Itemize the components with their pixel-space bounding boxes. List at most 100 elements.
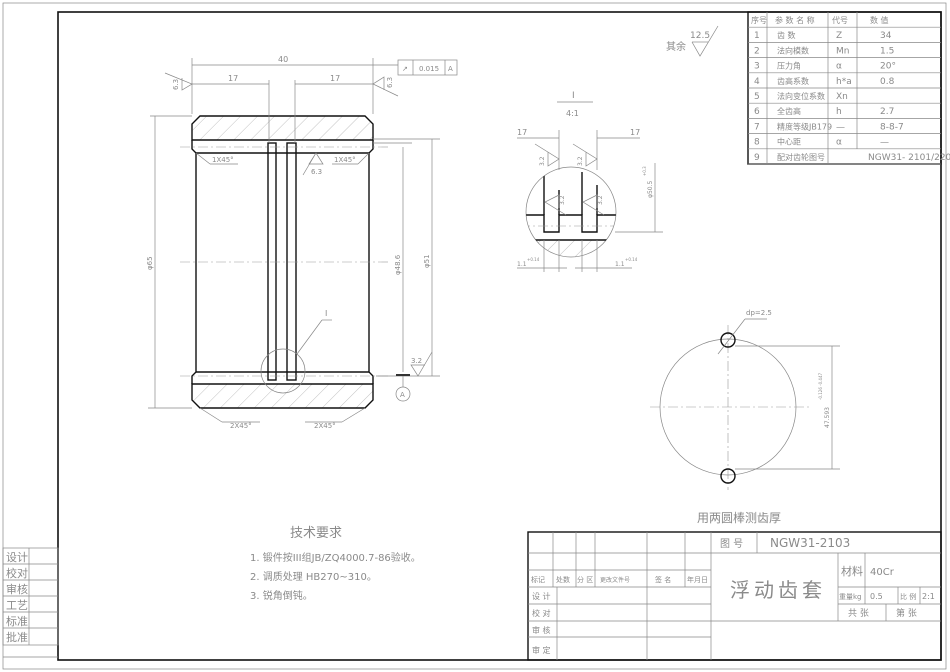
sheets-total: 共 张 [848,608,869,619]
table-cell: 中心距 [777,137,801,147]
side-role: 批准 [6,630,28,644]
dim-bore-diameter: φ51 [423,254,431,268]
dim-root-diameter: φ48.6 [394,254,402,275]
general-roughness-note: 其余 12.5 [666,25,719,57]
roughness-right: 6.3 [386,77,394,88]
table-cell: — [880,138,889,148]
main-section-view: 40 17 17 ↗ 0.015 A 6.3 6.3 6.3 1X45° 1X4… [146,55,458,430]
scale-value: 2:1 [922,592,935,601]
table-cell: 法向模数 [777,45,809,55]
technical-requirements: 技术要求 1. 锻件按III组JB/ZQ4000.7-86验收。 2. 调质处理… [250,526,421,602]
tolerance-value: 0.015 [419,65,439,73]
table-cell: 齿高系数 [777,76,809,86]
other-surfaces-label: 其余 [666,40,686,53]
side-role: 设计 [6,551,28,564]
roughness-bore: 3.2 [411,357,422,365]
change-header: 标记 [531,575,545,584]
table-cell: α [836,62,842,72]
detail-groove-tol: +0.14 [625,257,638,262]
weight-label: 重量kg [839,593,862,601]
table-cell: 7 [754,122,760,132]
role-label: 审 核 [532,625,551,635]
detail-marker: I [325,309,327,318]
table-cell: 0.8 [880,77,895,87]
material-label: 材料 [841,564,863,578]
table-cell: 34 [880,31,892,41]
detail-diameter: φ50.5 [647,181,654,199]
change-header: 处数 [556,575,570,584]
role-label: 设 计 [532,591,551,601]
datum-label: A [400,391,405,399]
pin-measurement-view: dp=2.5 47.593 -0.126 -0.447 用两圆棒测齿厚 [650,309,840,525]
detail-roughness: 3.2 [539,156,546,166]
tolerance-frame [397,59,458,76]
dim-left-groove: 17 [228,74,238,83]
drawing-frame [57,11,942,661]
detail-roughness: 3.2 [559,195,566,205]
table-cell: 全齿高 [777,106,801,116]
drawing-number: NGW31-2103 [770,536,850,550]
scale-label: 比 例 [900,592,916,601]
table-cell: Z [836,31,842,41]
dim-total-length: 40 [278,55,288,64]
side-role: 校对 [6,566,28,580]
table-header: 序号 [751,15,767,25]
table-cell: h*a [836,77,852,87]
change-header: 分 区 [577,575,593,584]
table-cell: 1 [754,31,760,41]
tolerance-datum: A [448,65,453,73]
table-header: 参 数 名 称 [775,15,815,25]
table-cell: 精度等级JB179 [777,121,832,131]
dim-right-groove: 17 [330,74,340,83]
chamfer-label: 2X45° [230,422,252,430]
detail-scale: 4:1 [566,109,579,118]
change-header: 年月日 [687,575,708,584]
table-cell: 4 [754,77,760,87]
role-label: 校 对 [532,608,551,618]
side-role: 工艺 [6,599,28,612]
table-cell: 法向变位系数 [777,91,825,101]
table-cell: 8-8-7 [880,122,904,132]
side-role: 标准 [6,614,28,628]
table-cell: h [836,107,842,117]
table-cell: 3 [754,62,760,72]
table-cell: 8 [754,138,760,148]
table-cell: 2 [754,46,760,56]
table-cell: 5 [754,92,760,102]
chamfer-label: 2X45° [314,422,336,430]
material-value: 40Cr [870,567,895,578]
pin-caption: 用两圆棒测齿厚 [697,511,781,525]
table-cell: α [836,138,842,148]
tech-item: 1. 锻件按III组JB/ZQ4000.7-86验收。 [250,551,421,564]
change-header: 签 名 [655,575,671,584]
pin-measure-tol: -0.126 -0.447 [818,372,823,400]
datum-a-marker [395,386,411,402]
sheet-number: 第 张 [896,607,917,619]
table-cell: — [836,122,845,132]
measuring-pin [720,468,736,484]
dim-outer-diameter: φ65 [146,256,154,270]
detail-groove-width: 1.1 [615,261,625,268]
table-cell: 9 [754,153,760,163]
chamfer-label: 1X45° [212,156,234,164]
table-cell: 6 [754,107,760,117]
table-header: 数 值 [870,15,889,25]
pin-measure: 47.593 [824,407,831,428]
measuring-pin [720,332,736,348]
other-roughness-value: 12.5 [690,31,710,41]
side-signature-block: 设计 校对 审核 工艺 标准 批准 [2,547,59,658]
side-role: 审核 [6,582,28,596]
table-cell: 1.5 [880,46,894,56]
table-cell: 配对齿轮图号 [777,152,825,162]
weight-value: 0.5 [870,592,883,601]
table-cell: 20° [880,62,896,72]
detail-circle [260,348,306,394]
table-cell: Mn [836,46,849,56]
title-block: 图 号 NGW31-2103 浮动齿套 材料 40Cr 重量kg 0.5 比 例… [527,531,942,661]
detail-roughness: 3.2 [577,156,584,166]
pin-diameter: dp=2.5 [746,309,772,317]
detail-groove-width: 1.1 [517,261,527,268]
